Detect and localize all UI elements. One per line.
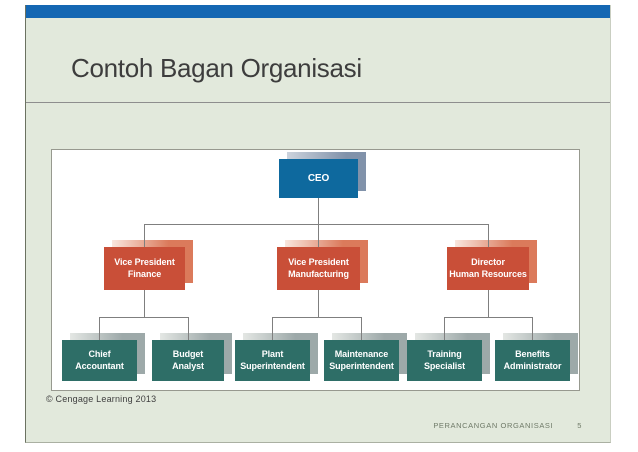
org-node-label: Budget Analyst bbox=[152, 340, 224, 381]
footer-label: PERANCANGAN ORGANISASI bbox=[433, 421, 554, 430]
org-node-vp-manufacturing: Vice President Manufacturing bbox=[277, 240, 368, 290]
org-node-label: Training Specialist bbox=[407, 340, 482, 381]
connector-line bbox=[318, 224, 319, 247]
connector-line bbox=[361, 317, 362, 340]
org-node-training-specialist: Training Specialist bbox=[407, 333, 490, 381]
org-node-label: Benefits Administrator bbox=[495, 340, 570, 381]
slide: Contoh Bagan Organisasi CEO Vic bbox=[25, 5, 611, 443]
slide-accent-bar bbox=[26, 5, 610, 18]
title-divider bbox=[26, 102, 610, 103]
connector-line bbox=[272, 317, 362, 318]
org-node-label: Director Human Resources bbox=[447, 247, 529, 290]
org-node-label: Plant Superintendent bbox=[235, 340, 310, 381]
org-node-budget-analyst: Budget Analyst bbox=[152, 333, 232, 381]
org-chart-panel: CEO Vice President Finance Vice Presiden… bbox=[51, 149, 580, 391]
org-node-maintenance-superintendent: Maintenance Superintendent bbox=[324, 333, 407, 381]
slide-footer: PERANCANGAN ORGANISASI 5 bbox=[433, 421, 582, 430]
org-node-plant-superintendent: Plant Superintendent bbox=[235, 333, 318, 381]
page-title: Contoh Bagan Organisasi bbox=[71, 53, 362, 83]
copyright-text: © Cengage Learning 2013 bbox=[46, 394, 157, 404]
connector-line bbox=[444, 317, 533, 318]
connector-line bbox=[144, 224, 489, 225]
connector-line bbox=[99, 317, 100, 340]
org-node-benefits-administrator: Benefits Administrator bbox=[495, 333, 578, 381]
org-node-label: Vice President Manufacturing bbox=[277, 247, 360, 290]
org-node-label: CEO bbox=[279, 159, 358, 198]
connector-line bbox=[144, 290, 145, 317]
org-node-label: Vice President Finance bbox=[104, 247, 185, 290]
connector-line bbox=[272, 317, 273, 340]
page-number: 5 bbox=[577, 421, 582, 430]
connector-line bbox=[488, 290, 489, 317]
org-node-director-hr: Director Human Resources bbox=[447, 240, 537, 290]
org-node-label: Chief Accountant bbox=[62, 340, 137, 381]
org-node-label: Maintenance Superintendent bbox=[324, 340, 399, 381]
org-node-ceo: CEO bbox=[279, 152, 366, 198]
connector-line bbox=[144, 224, 145, 247]
org-node-chief-accountant: Chief Accountant bbox=[62, 333, 145, 381]
org-node-vp-finance: Vice President Finance bbox=[104, 240, 193, 290]
connector-line bbox=[188, 317, 189, 340]
connector-line bbox=[444, 317, 445, 340]
connector-line bbox=[532, 317, 533, 340]
connector-line bbox=[318, 198, 319, 224]
connector-line bbox=[318, 290, 319, 317]
connector-line bbox=[99, 317, 189, 318]
connector-line bbox=[488, 224, 489, 247]
